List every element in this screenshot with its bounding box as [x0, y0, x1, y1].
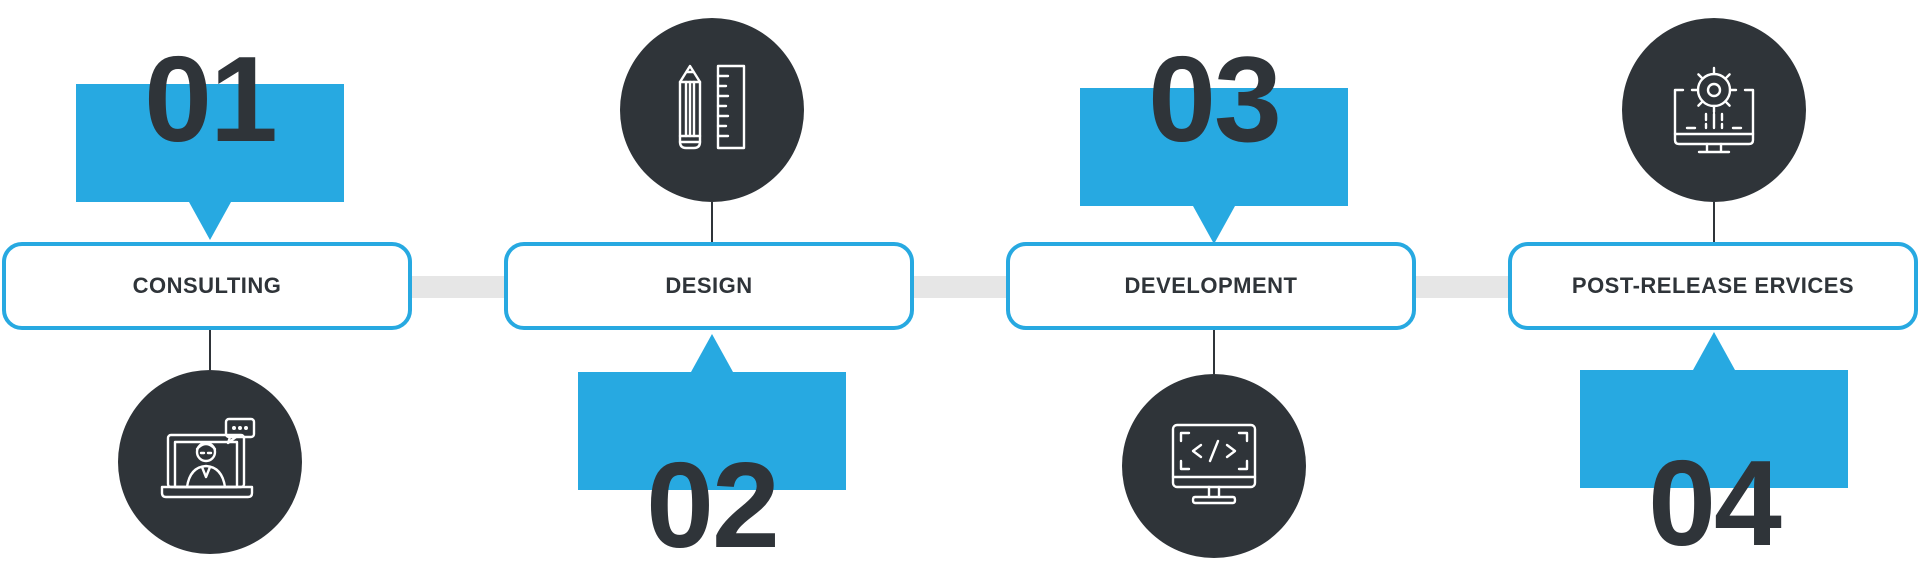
step-1-stem — [209, 330, 211, 370]
step-1-icon-circle — [118, 370, 302, 554]
step-2-icon-circle — [620, 18, 804, 202]
step-4-number: 04 — [1648, 435, 1782, 571]
callout-pointer — [189, 202, 231, 240]
step-1-box: CONSULTING — [2, 242, 412, 330]
connector-3-4 — [1416, 276, 1508, 298]
callout-body — [578, 372, 846, 490]
code-monitor-icon — [1171, 423, 1257, 505]
pencil-ruler-icon — [678, 64, 746, 150]
step-1-label: CONSULTING — [132, 273, 282, 298]
connector-2-3 — [914, 276, 1006, 298]
gear-monitor-icon — [1673, 66, 1755, 154]
step-3-box: DEVELOPMENT — [1006, 242, 1416, 330]
step-3-icon-circle — [1122, 374, 1306, 558]
step-2-box: DESIGN — [504, 242, 914, 330]
connector-1-2 — [412, 276, 504, 298]
step-3-stem — [1213, 330, 1215, 374]
callout-pointer — [691, 334, 733, 372]
step-4-icon-circle — [1622, 18, 1806, 202]
callout-body — [1080, 88, 1348, 206]
step-1-number: 01 — [144, 31, 278, 167]
step-4-stem — [1713, 202, 1715, 242]
step-2-label: DESIGN — [665, 273, 753, 298]
laptop-consultant-icon — [160, 417, 256, 499]
step-2-stem — [711, 202, 713, 242]
step-4-label: POST-RELEASE ERVICES — [1571, 273, 1855, 298]
callout-body — [76, 84, 344, 202]
step-4-box: POST-RELEASE ERVICES — [1508, 242, 1918, 330]
callout-pointer — [1193, 206, 1235, 244]
callout-pointer — [1693, 332, 1735, 370]
callout-body — [1580, 370, 1848, 488]
step-3-label: DEVELOPMENT — [1124, 273, 1298, 298]
step-2-number: 02 — [646, 437, 780, 573]
step-3-number: 03 — [1148, 31, 1282, 167]
